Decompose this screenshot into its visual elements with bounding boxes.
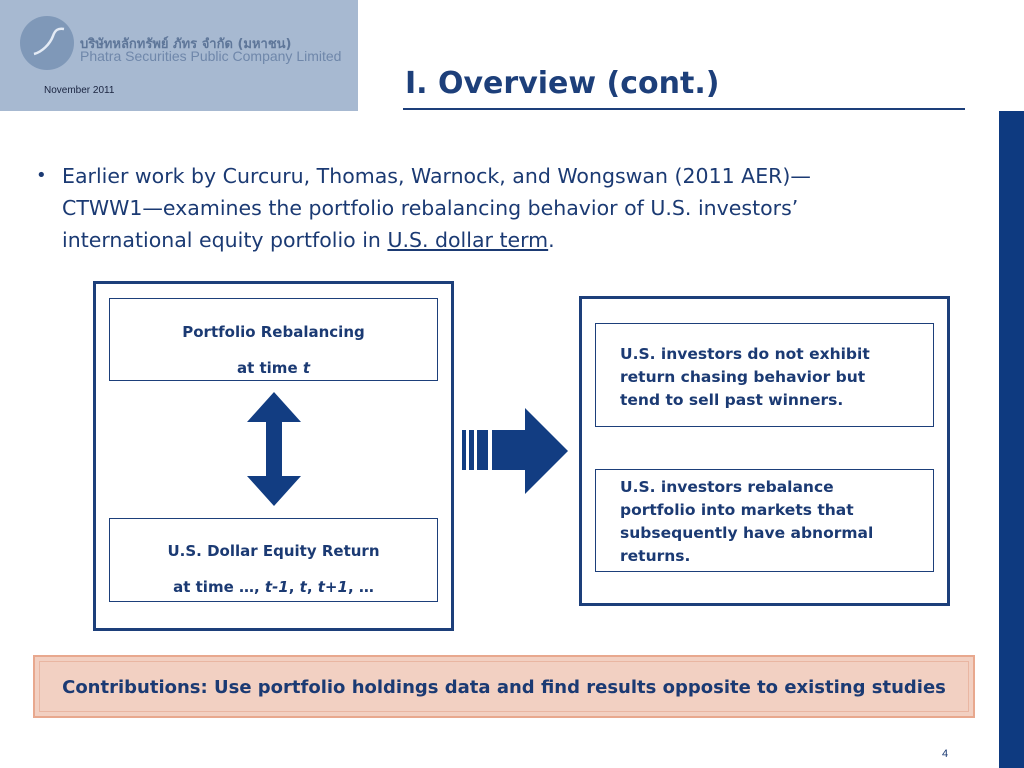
finding-1-line-1: U.S. investors do not exhibit: [620, 345, 870, 363]
slide-title: I. Overview (cont.): [405, 66, 720, 101]
finding-2-line-1: U.S. investors rebalance: [620, 478, 834, 496]
contributions-inner-border: [39, 661, 969, 712]
striped-right-arrow-icon: [462, 408, 568, 494]
rebalancing-time-prefix: at time: [236, 359, 303, 377]
time-variable-t: t: [302, 359, 311, 377]
double-headed-vertical-arrow-icon: [247, 392, 301, 506]
phatra-logo-icon: [20, 16, 74, 70]
finding-2-line-4: returns.: [620, 547, 691, 565]
side-accent-bar: [999, 111, 1024, 768]
usd-return-time: at time …, t-1, t, t+1, …: [110, 569, 437, 605]
time-t-plus-1: t+1: [317, 578, 348, 596]
company-name-english: Phatra Securities Public Company Limited: [80, 48, 342, 64]
separator-1: ,: [288, 578, 300, 596]
usd-return-time-prefix: at time …,: [173, 578, 265, 596]
right-diagram-frame: [579, 296, 950, 606]
logo-panel: บริษัทหลักทรัพย์ ภัทร จำกัด (มหาชน) Phat…: [0, 0, 358, 111]
rebalancing-time: at time t: [110, 350, 437, 386]
bullet-line-3-suffix: .: [548, 228, 555, 252]
portfolio-rebalancing-box: Portfolio Rebalancing at time t: [109, 298, 438, 381]
finding-1-line-3: tend to sell past winners.: [620, 391, 844, 409]
contributions-banner: Contributions: Use portfolio holdings da…: [33, 655, 975, 718]
usd-equity-return-box: U.S. Dollar Equity Return at time …, t-1…: [109, 518, 438, 602]
bullet-line-2: CTWW1—examines the portfolio rebalancing…: [62, 196, 799, 220]
contributions-text: Contributions: Use portfolio holdings da…: [62, 677, 946, 698]
finding-box-abnormal-returns: U.S. investors rebalance portfolio into …: [595, 469, 934, 572]
finding-2-line-2: portfolio into markets that: [620, 501, 854, 519]
rebalancing-label: Portfolio Rebalancing: [182, 323, 365, 341]
time-t-minus-1: t-1: [264, 578, 289, 596]
finding-1-line-2: return chasing behavior but: [620, 368, 866, 386]
finding-box-sell-winners: U.S. investors do not exhibit return cha…: [595, 323, 934, 427]
bullet-line-1: Earlier work by Curcuru, Thomas, Warnock…: [62, 164, 811, 188]
title-underline: [403, 108, 965, 110]
usd-return-label: U.S. Dollar Equity Return: [167, 542, 380, 560]
bullet-line-3-prefix: international equity portfolio in: [62, 228, 388, 252]
presentation-date: November 2011: [44, 85, 115, 96]
page-number: 4: [942, 748, 949, 760]
bullet-text: Earlier work by Curcuru, Thomas, Warnock…: [62, 160, 912, 256]
bullet-line-3: international equity portfolio in U.S. d…: [62, 224, 912, 256]
usd-term-underlined: U.S. dollar term: [387, 228, 549, 252]
left-diagram-frame: [93, 281, 454, 631]
time-t: t: [299, 578, 307, 596]
company-name-thai: บริษัทหลักทรัพย์ ภัทร จำกัด (มหาชน): [80, 37, 292, 52]
separator-2: ,: [306, 578, 318, 596]
usd-return-time-suffix: , …: [347, 578, 374, 596]
bullet-marker: •: [36, 165, 47, 186]
finding-2-line-3: subsequently have abnormal: [620, 524, 874, 542]
